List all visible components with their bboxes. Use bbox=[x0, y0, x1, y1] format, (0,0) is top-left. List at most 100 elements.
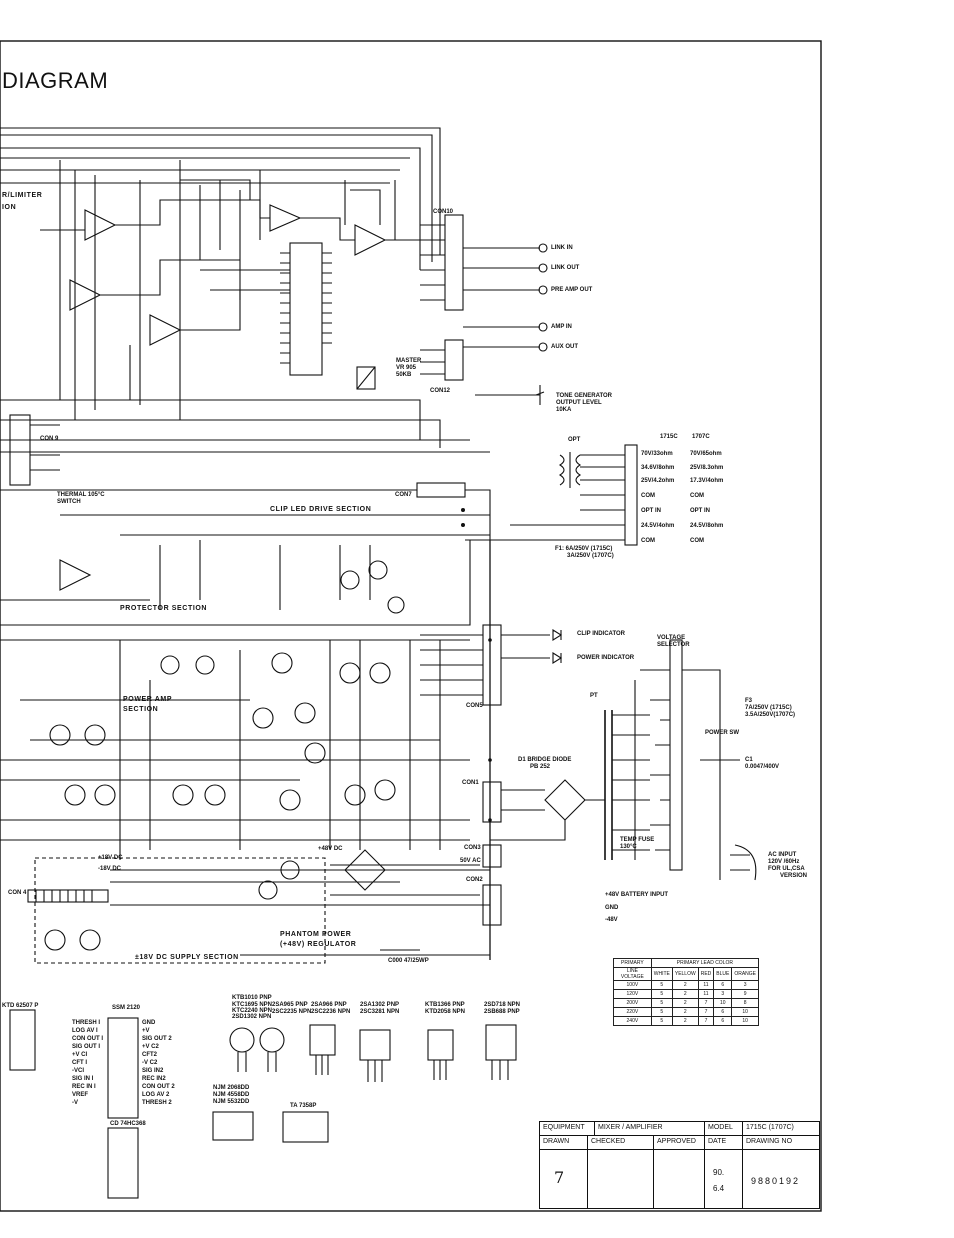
drawing-no-value: 9880192 bbox=[751, 1176, 801, 1186]
master-vr-label: MASTER bbox=[396, 358, 422, 364]
protector-op-amp bbox=[59, 559, 92, 591]
lead-cell: 6 bbox=[713, 980, 733, 990]
f1-label: F1: 6A/250V (1715C) bbox=[555, 546, 613, 552]
con1-block bbox=[482, 781, 502, 823]
f1-label-2: 3A/250V (1707C) bbox=[567, 553, 614, 559]
transistor-label: 2SD1302 NPN bbox=[232, 1014, 272, 1020]
master-vr-label-2: VR 905 bbox=[396, 365, 417, 371]
con1-label: CON1 bbox=[462, 780, 479, 786]
lead-cell: 10 bbox=[731, 1016, 759, 1026]
lead-cell: 6 bbox=[713, 1016, 733, 1026]
bridge-diode-label: D1 BRIDGE DIODE bbox=[518, 757, 572, 763]
lead-cell: 5 bbox=[650, 1016, 673, 1026]
lead-cell: 7 bbox=[697, 1016, 715, 1026]
opt-row: 25V/4.2ohm bbox=[641, 478, 675, 484]
f3-label: F3 bbox=[745, 698, 753, 704]
transistor-label: 2SC2235 NPN bbox=[272, 1009, 312, 1015]
lead-cell: 100V bbox=[613, 980, 652, 990]
ic-label: SSM 2120 bbox=[112, 1005, 141, 1011]
lead-cell: 3 bbox=[731, 980, 759, 990]
ssm-pin-left: LOG AV I bbox=[72, 1028, 98, 1034]
ssm-pin-left: THRESH I bbox=[72, 1020, 101, 1026]
phantom-section-label-2: (+48V) REGULATOR bbox=[280, 941, 357, 948]
lead-cell: 9 bbox=[731, 989, 759, 999]
ssm-pin-right: SIG OUT 2 bbox=[142, 1036, 172, 1042]
limiter-section-label-2: ION bbox=[2, 204, 17, 211]
ssm-pin-right: CON OUT 2 bbox=[142, 1084, 175, 1090]
con3-label: CON3 bbox=[464, 845, 481, 851]
ssm-pin-left: -V bbox=[72, 1100, 78, 1106]
battery-input-label: +48V BATTERY INPUT bbox=[605, 892, 669, 898]
protector-section-label: PROTECTOR SECTION bbox=[120, 605, 208, 612]
pt-label: PT bbox=[590, 693, 598, 699]
clip-led-section-label: CLIP LED DRIVE SECTION bbox=[270, 506, 372, 513]
ssm-pin-right: THRESH 2 bbox=[142, 1100, 172, 1106]
ssm-pin-right: REC IN2 bbox=[142, 1076, 166, 1082]
ic-ta7358p bbox=[282, 1111, 329, 1143]
link-out-label: LINK OUT bbox=[551, 265, 580, 271]
drawn-label: DRAWN bbox=[540, 1136, 588, 1150]
con7-block bbox=[416, 482, 466, 498]
drawing-no-cell: 9880192 bbox=[743, 1150, 819, 1208]
sheet-border bbox=[0, 40, 822, 1212]
ic-ssm2120 bbox=[107, 1017, 139, 1119]
opt-row: 24.5V/8ohm bbox=[690, 523, 724, 529]
con12-block bbox=[444, 339, 464, 381]
transistor-label: KTC2240 NPN bbox=[232, 1008, 273, 1014]
voltage-selector-label: VOLTAGE bbox=[657, 635, 686, 641]
temp-fuse-label-2: 130°C bbox=[620, 844, 637, 850]
ic-label: NJM 5532DD bbox=[213, 1099, 250, 1105]
ssm-pin-right: LOG AV 2 bbox=[142, 1092, 170, 1098]
plus48dc-label: +48V DC bbox=[318, 846, 343, 852]
master-vr-label-3: 50KB bbox=[396, 372, 412, 378]
lead-cell: 6 bbox=[713, 1007, 733, 1017]
con9-block bbox=[9, 414, 31, 486]
lead-table-h3: LINE VOLTAGE bbox=[613, 967, 652, 981]
lead-cell: 2 bbox=[671, 1016, 699, 1026]
con5-label: CON5 bbox=[466, 703, 483, 709]
c1-label: C1 bbox=[745, 757, 753, 763]
ssm-pin-right: -V C2 bbox=[142, 1060, 158, 1066]
ic-ktd62507 bbox=[9, 1009, 36, 1071]
ac-50v-label: 50V AC bbox=[460, 858, 481, 864]
ssm-pin-left: REC IN I bbox=[72, 1084, 96, 1090]
ssm-pin-left: -VCI bbox=[72, 1068, 84, 1074]
transistor-label: 2SD718 NPN bbox=[484, 1002, 521, 1008]
lead-cell: 2 bbox=[671, 989, 699, 999]
opt-row: 70V/33ohm bbox=[641, 451, 673, 457]
pre-amp-out-label: PRE AMP OUT bbox=[551, 287, 593, 293]
opt-row: 25V/8.3ohm bbox=[690, 465, 724, 471]
model-label: MODEL bbox=[705, 1122, 743, 1136]
dc-supply-section-label: ±18V DC SUPPLY SECTION bbox=[135, 954, 239, 961]
phantom-section-label: PHANTOM POWER bbox=[280, 931, 352, 938]
lead-table-h2: PRIMARY LEAD COLOR bbox=[650, 958, 760, 968]
ssm-pin-right: +V C2 bbox=[142, 1044, 159, 1050]
lead-cell: 10 bbox=[713, 998, 733, 1008]
lead-table-col: WHITE bbox=[650, 967, 673, 981]
lead-cell: 200V bbox=[613, 998, 652, 1008]
amp-in-label: AMP IN bbox=[551, 324, 572, 330]
transistor-label: KTC1695 NPN bbox=[232, 1002, 273, 1008]
con10-label: CON10 bbox=[433, 209, 454, 215]
lead-cell: 2 bbox=[671, 1007, 699, 1017]
power-amp-section-label-2: SECTION bbox=[123, 706, 159, 713]
power-transformer bbox=[604, 710, 613, 860]
ssm-pin-left: CON OUT I bbox=[72, 1036, 103, 1042]
lead-cell: 11 bbox=[697, 980, 715, 990]
lead-cell: 120V bbox=[613, 989, 652, 999]
lead-table-col: BLUE bbox=[713, 967, 733, 981]
opt-table-1715c: 1715C bbox=[660, 434, 678, 440]
con10-block bbox=[444, 214, 464, 311]
power-amp-section-label: POWER AMP bbox=[123, 696, 173, 703]
power-sw-label: POWER SW bbox=[705, 730, 739, 736]
checked-cell bbox=[588, 1150, 654, 1208]
lead-cell: 5 bbox=[650, 1007, 673, 1017]
lead-cell: 8 bbox=[731, 998, 759, 1008]
opt-row: COM bbox=[690, 538, 704, 544]
c1-label-2: 0.0047/400V bbox=[745, 764, 780, 770]
